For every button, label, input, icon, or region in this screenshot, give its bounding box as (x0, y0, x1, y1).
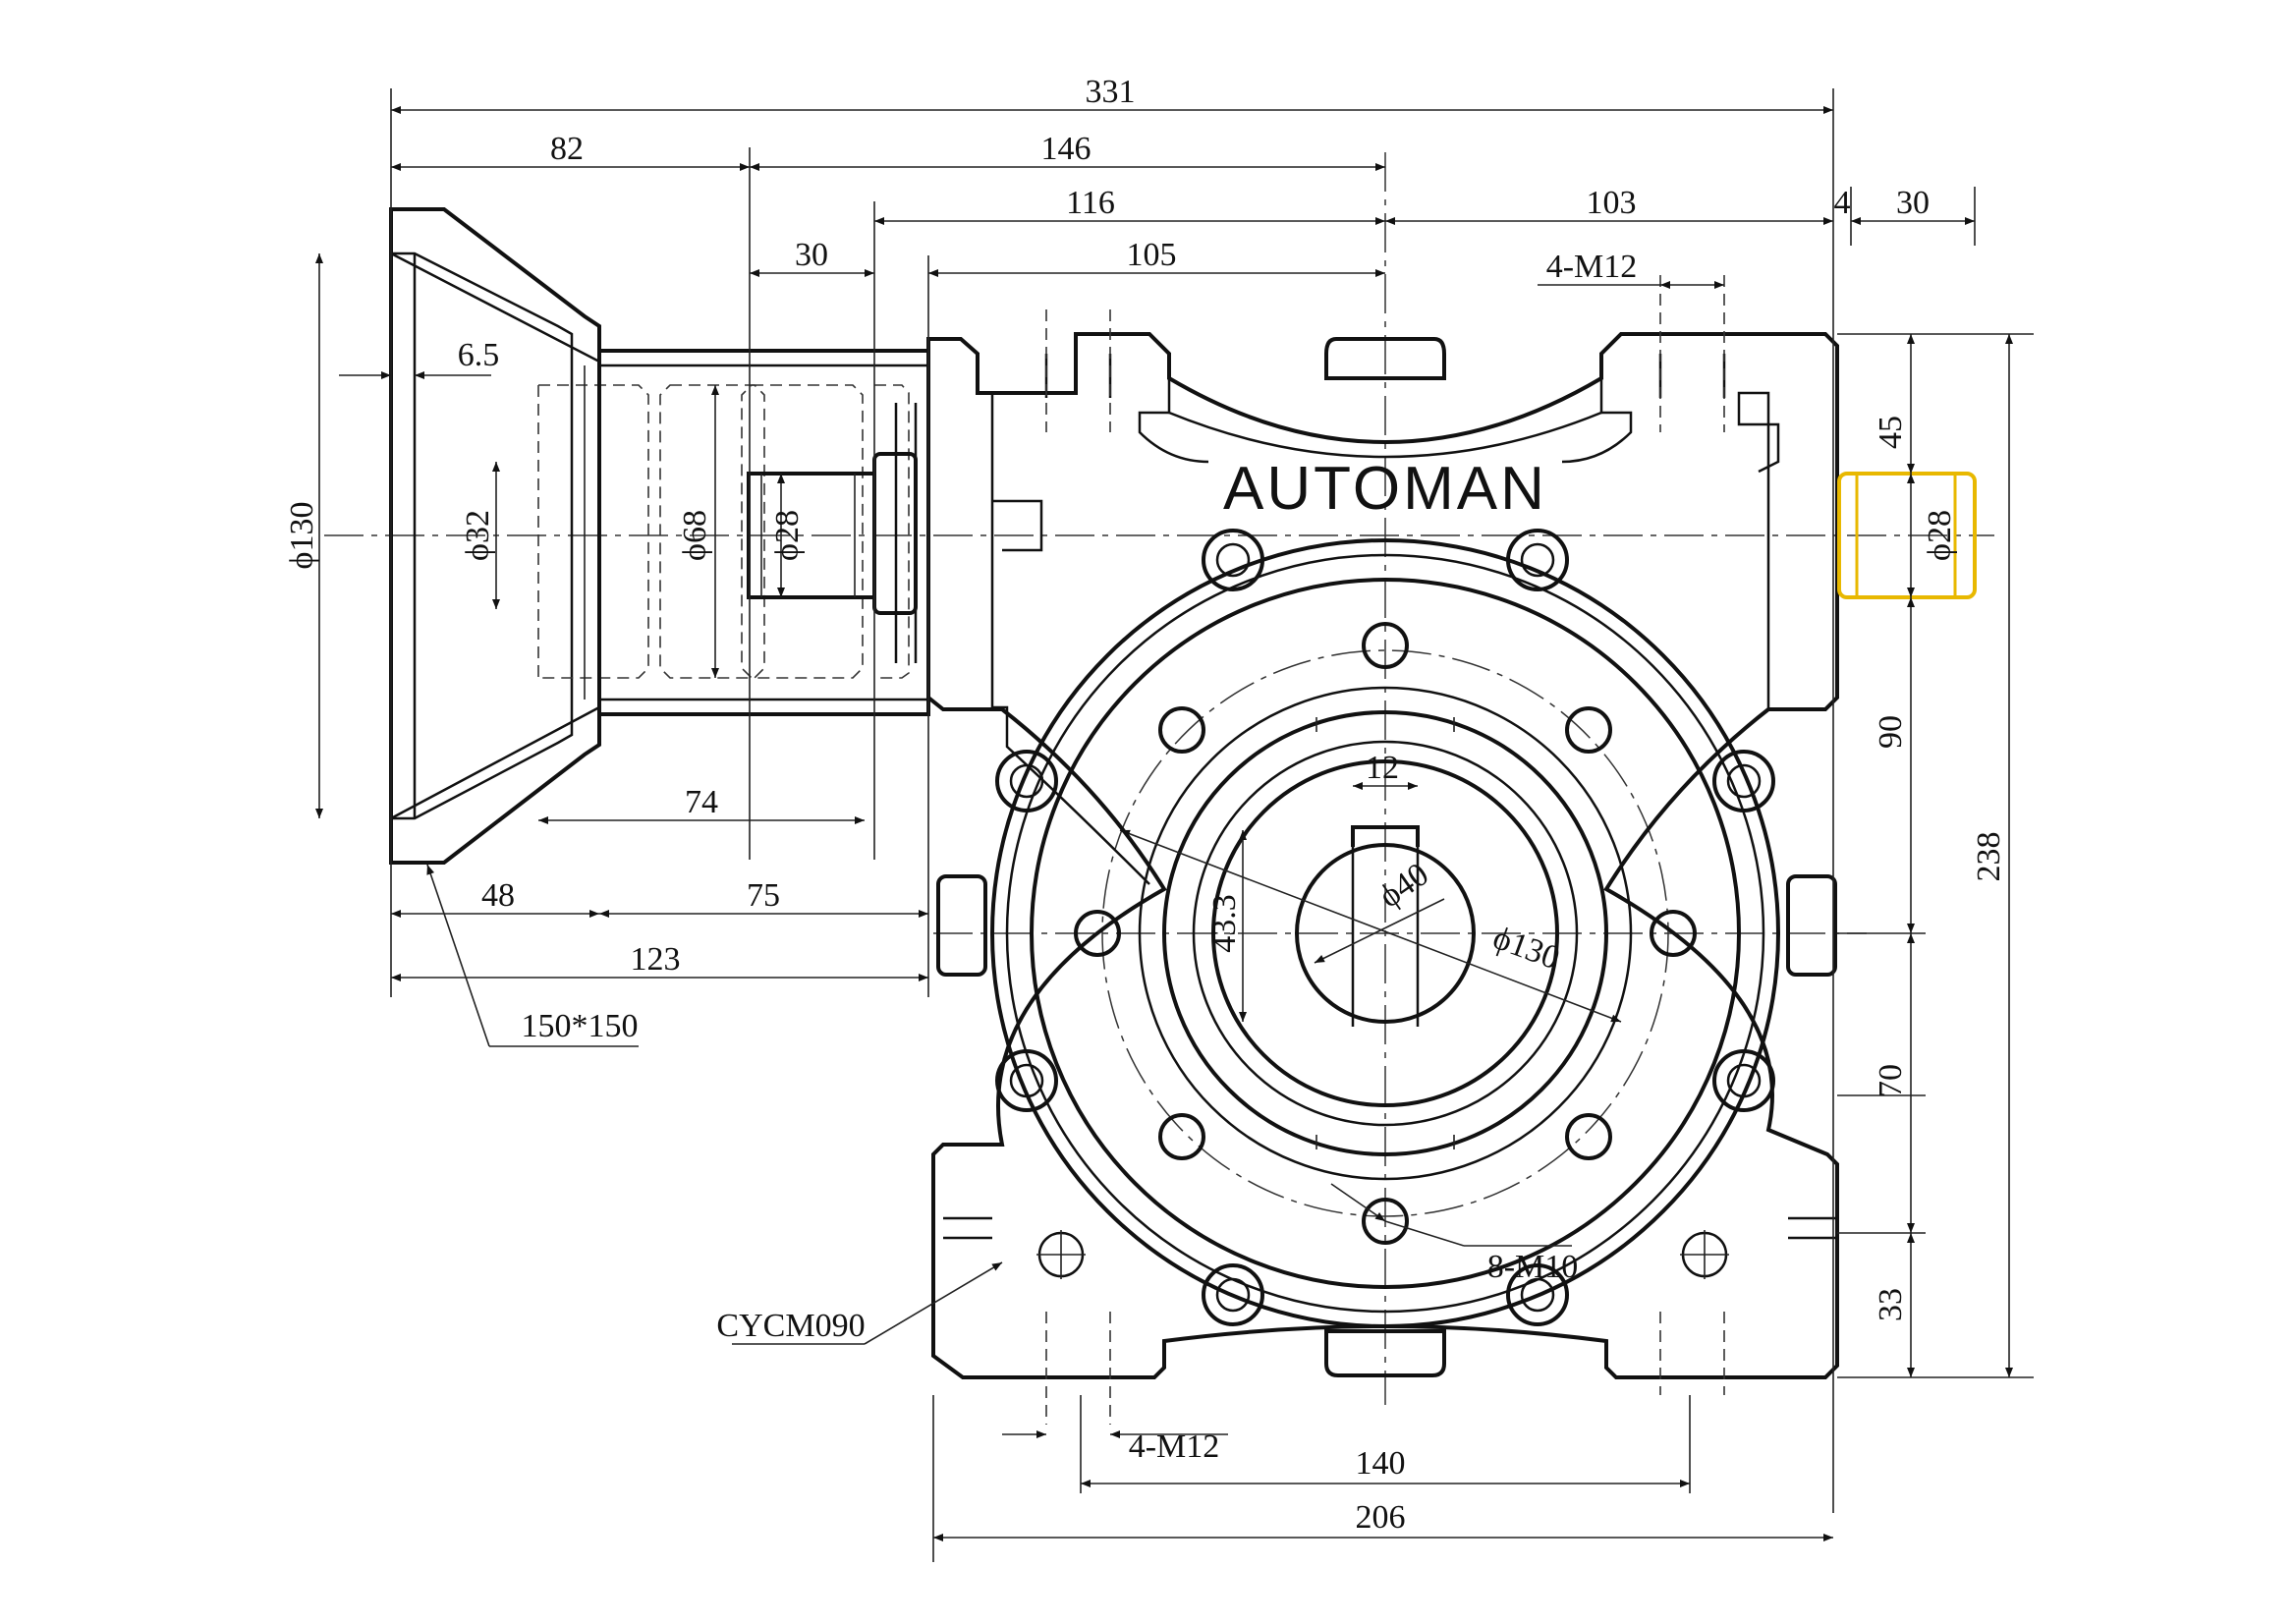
dim-output-30: 30 (1896, 185, 1930, 221)
dim-74: 74 (685, 784, 718, 820)
dim-75: 75 (747, 877, 780, 914)
dim-238: 238 (1971, 832, 2007, 882)
dim-90: 90 (1873, 715, 1909, 749)
flange-bolt-holes (1074, 622, 1697, 1245)
dim-206: 206 (1356, 1499, 1406, 1536)
dim-input-30: 30 (795, 237, 828, 273)
dim-123: 123 (631, 941, 681, 978)
dim-spigot-dia: ϕ32 (460, 510, 496, 561)
dim-pcd: ϕ130 (1488, 920, 1564, 977)
dim-45: 45 (1873, 416, 1909, 449)
cover-bolts (995, 529, 1775, 1326)
motor-flange (389, 207, 765, 865)
dim-146: 146 (1041, 131, 1092, 167)
dim-flange-bolts: 8-M10 (1487, 1249, 1579, 1285)
dimension-labels: 331 82 146 116 105 103 4 30 30 4-M12 6.5… (284, 74, 2007, 1536)
dim-input-shaft: ϕ28 (769, 510, 806, 561)
adapter-tube (584, 349, 930, 716)
dim-output-shaft: ϕ28 (1922, 510, 1958, 561)
dim-4: 4 (1834, 185, 1851, 221)
dim-flange-thickness: 6.5 (458, 337, 500, 373)
dim-140: 140 (1356, 1445, 1406, 1482)
flange-size-label: 150*150 (522, 1008, 639, 1044)
dim-overall-length: 331 (1086, 74, 1136, 110)
dim-116: 116 (1066, 185, 1115, 221)
center-lines (324, 152, 1994, 1405)
dim-keyway: 12 (1366, 750, 1399, 786)
dim-82: 82 (550, 131, 584, 167)
dim-key-height: 43.3 (1206, 894, 1243, 953)
dimension-lines (315, 88, 2034, 1562)
dim-105: 105 (1127, 237, 1177, 273)
dim-flange-dia: ϕ130 (284, 502, 320, 570)
dim-hollow-bore: ϕ40 (1372, 856, 1435, 915)
dim-housing-bore: ϕ68 (677, 510, 713, 561)
dim-70: 70 (1873, 1064, 1909, 1097)
dim-103: 103 (1587, 185, 1637, 221)
dim-foot-bolts: 4-M12 (1129, 1428, 1220, 1465)
gearbox-housing (926, 275, 1839, 1425)
brand-label: AUTOMAN (1223, 455, 1547, 523)
dim-33: 33 (1873, 1288, 1909, 1321)
dim-48: 48 (481, 877, 515, 914)
dim-right-bolts: 4-M12 (1546, 249, 1638, 285)
model-label: CYCM090 (716, 1308, 865, 1344)
